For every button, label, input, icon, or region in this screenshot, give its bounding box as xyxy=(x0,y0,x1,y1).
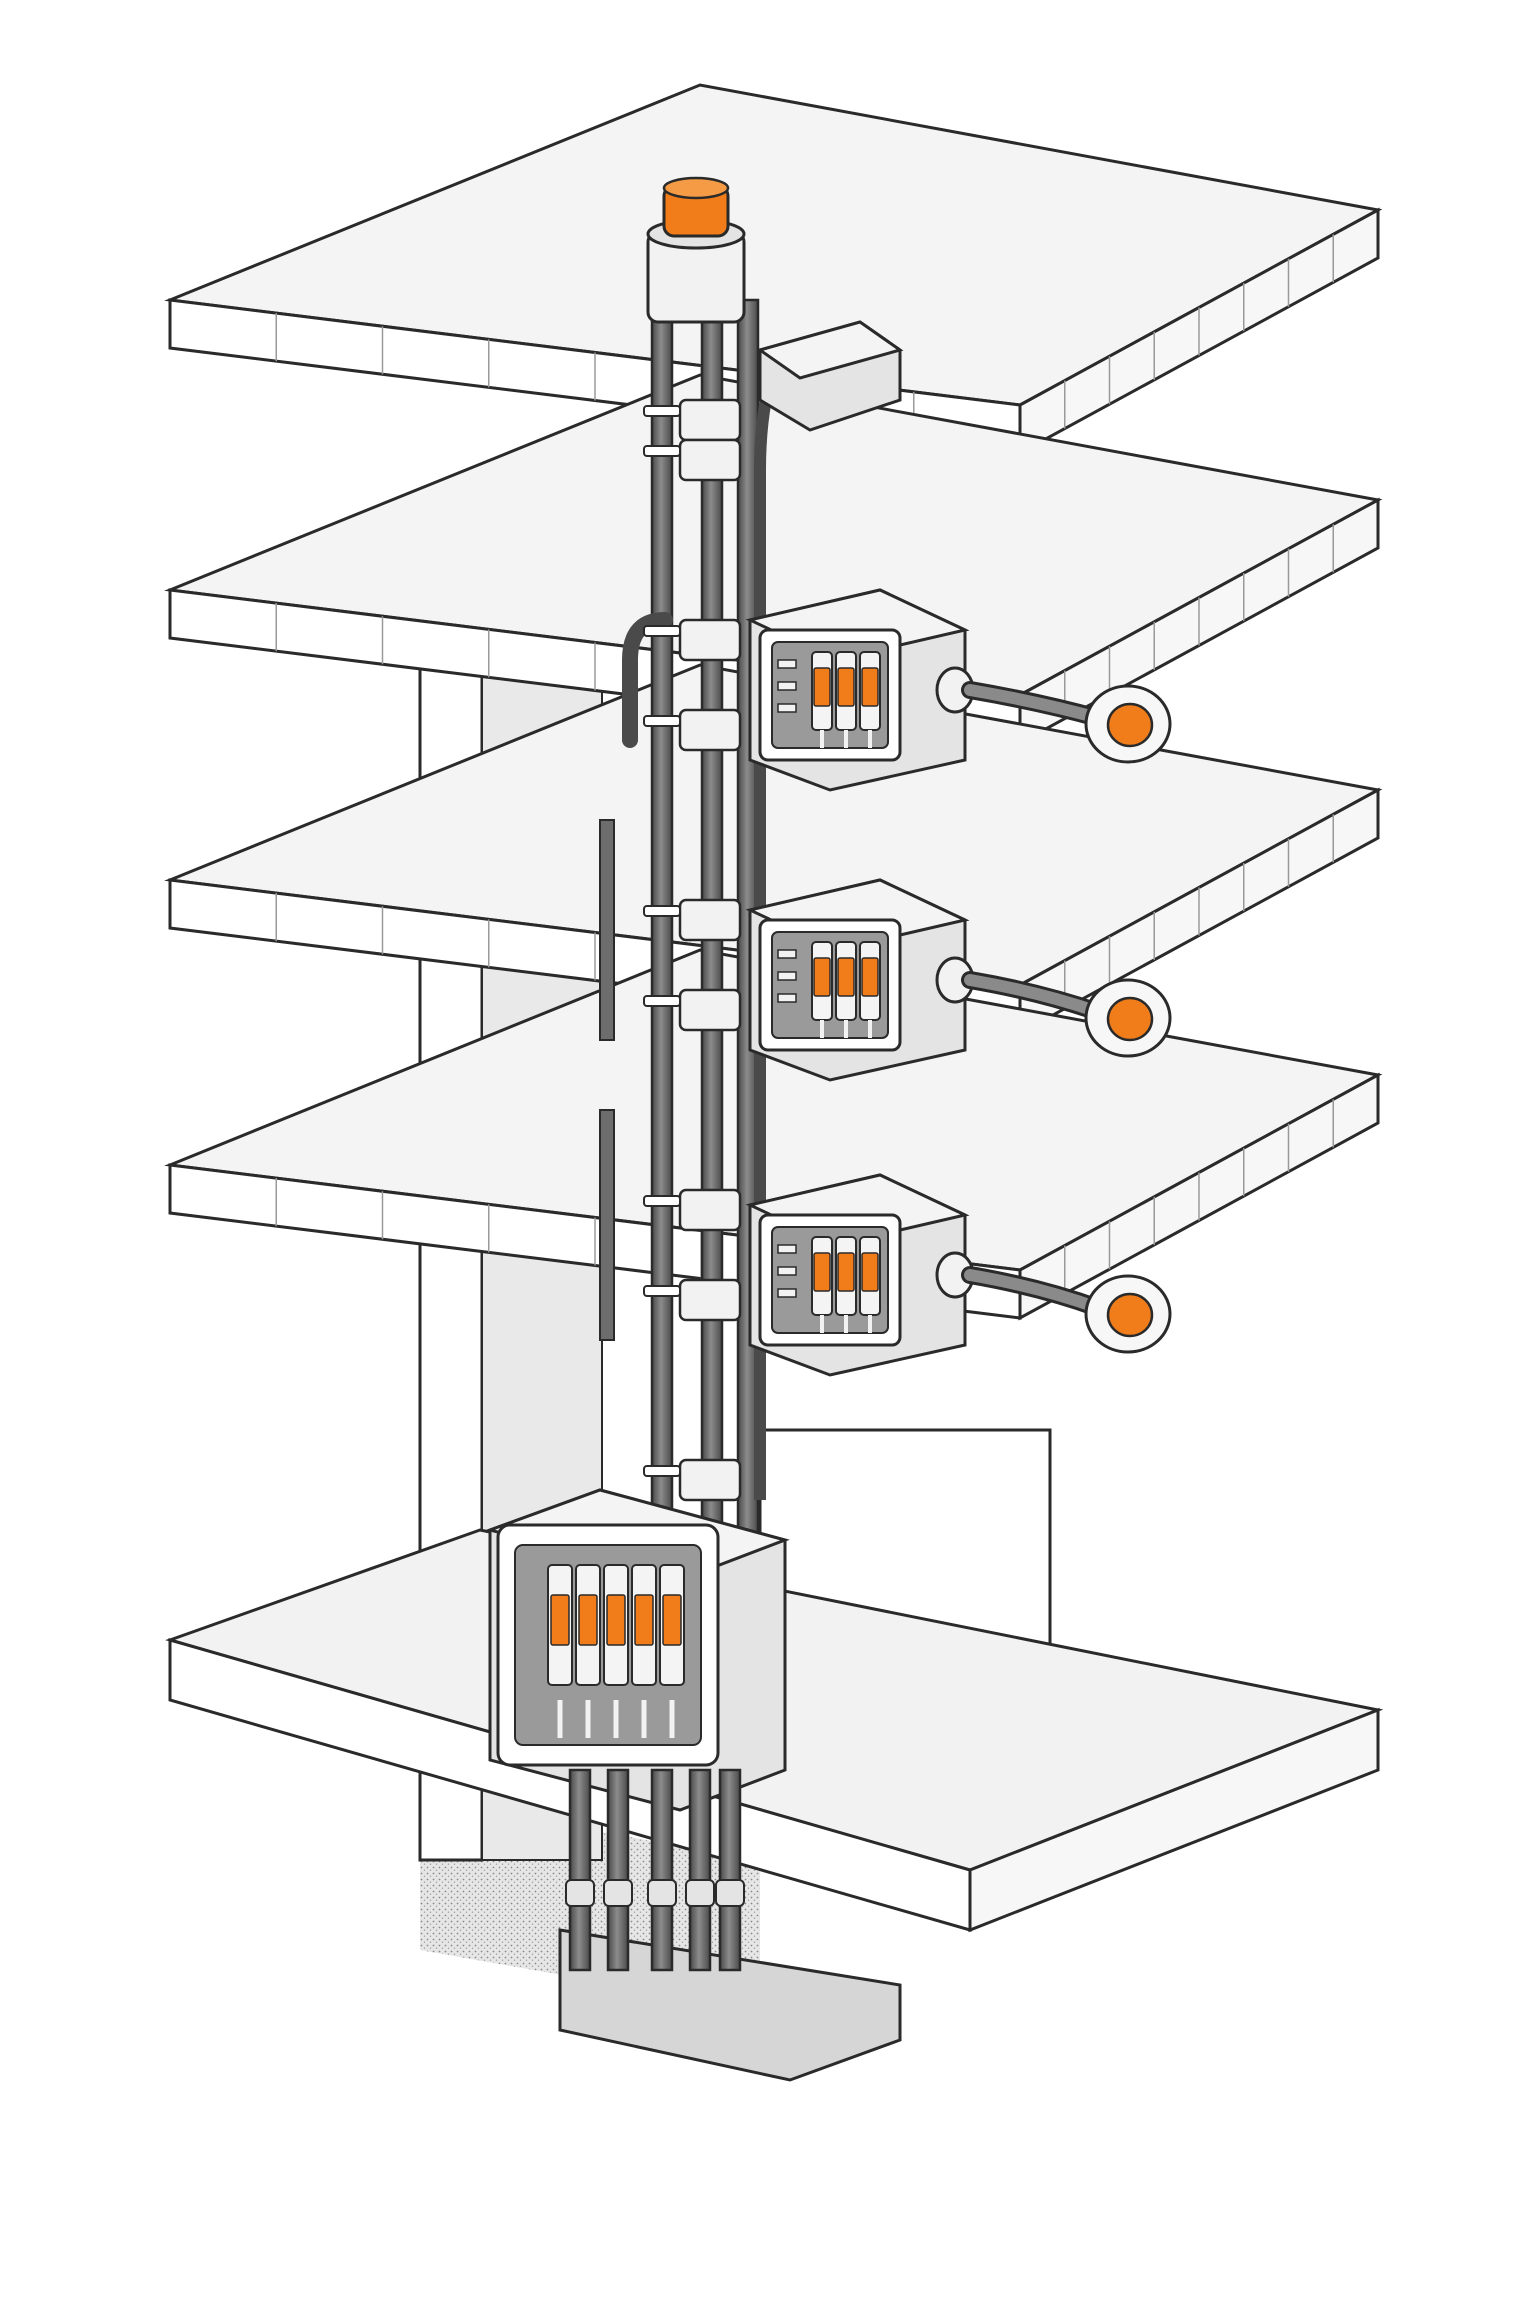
breaker-handle xyxy=(837,667,855,707)
terminal-lug xyxy=(777,949,797,959)
conduit-coupling xyxy=(647,1879,677,1907)
pipe-clamp xyxy=(678,438,742,482)
pipe-strap xyxy=(643,995,681,1007)
pipe-strap xyxy=(643,905,681,917)
foundation-block xyxy=(558,1928,902,2082)
breaker-handle xyxy=(861,667,879,707)
pipe-strap xyxy=(643,1285,681,1297)
terminal-lug xyxy=(777,971,797,981)
branch-conduit xyxy=(622,612,673,748)
breaker-handle xyxy=(837,957,855,997)
floor-junction-box xyxy=(745,588,1172,792)
conduit-coupling xyxy=(565,1879,595,1907)
roof-junction-box-top xyxy=(756,320,904,380)
pipe-strap xyxy=(643,405,681,417)
outlet-cable xyxy=(964,684,1104,724)
pipe-clamp xyxy=(678,1458,742,1502)
terminal-lug xyxy=(777,1244,797,1254)
outlet-orange-face xyxy=(1106,702,1154,748)
branch-conduit xyxy=(599,1109,615,1341)
outlet-cable xyxy=(964,1269,1104,1314)
outlet-orange-face xyxy=(1106,996,1154,1042)
vertical-conduit xyxy=(700,298,724,1662)
floor-junction-box xyxy=(745,878,1172,1082)
pipe-strap xyxy=(643,625,681,637)
service-conduit xyxy=(650,1768,674,1972)
breaker-handle xyxy=(837,1252,855,1292)
pipe-clamp xyxy=(678,898,742,942)
outlet-cable xyxy=(964,974,1104,1018)
terminal-lug xyxy=(777,703,797,713)
breaker-handle xyxy=(606,1594,626,1646)
pipe-clamp xyxy=(678,708,742,752)
outlet-orange-face xyxy=(1106,1292,1154,1338)
terminal-lug xyxy=(777,659,797,669)
service-conduit xyxy=(688,1768,712,1972)
pipe-strap xyxy=(643,715,681,727)
pipe-clamp xyxy=(678,618,742,662)
pipe-clamp xyxy=(678,1188,742,1232)
terminal-lug xyxy=(777,681,797,691)
pipe-clamp xyxy=(678,398,742,442)
breaker-handle xyxy=(813,1252,831,1292)
main-distribution-panel xyxy=(484,1488,790,1972)
terminal-lug xyxy=(777,1288,797,1298)
ground-slab-side xyxy=(968,1707,1380,1933)
conduit-coupling xyxy=(685,1879,715,1907)
branch-conduit xyxy=(599,819,615,1041)
floor-junction-boxes xyxy=(745,588,1172,1377)
orange-cap-top xyxy=(662,176,730,200)
breaker-handle xyxy=(861,957,879,997)
service-conduit xyxy=(718,1768,742,1972)
pipe-strap xyxy=(643,1465,681,1477)
breaker-handle xyxy=(634,1594,654,1646)
breaker-handle xyxy=(813,667,831,707)
riser-top-cap xyxy=(646,176,904,432)
service-conduit xyxy=(606,1768,630,1972)
conduit-coupling xyxy=(715,1879,745,1907)
breaker-handle xyxy=(550,1594,570,1646)
pipe-strap xyxy=(643,1195,681,1207)
breaker-handle xyxy=(813,957,831,997)
breaker-handle xyxy=(662,1594,682,1646)
terminal-lug xyxy=(777,1266,797,1276)
breaker-handle xyxy=(578,1594,598,1646)
service-conduit xyxy=(568,1768,592,1972)
pipe-clamp xyxy=(678,1278,742,1322)
floor-junction-box xyxy=(745,1173,1172,1377)
terminal-lug xyxy=(777,993,797,1003)
pipe-strap xyxy=(643,445,681,457)
breaker-handle xyxy=(861,1252,879,1292)
conduit-coupling xyxy=(603,1879,633,1907)
pipe-clamp xyxy=(678,988,742,1032)
vertical-conduit xyxy=(650,298,674,1662)
